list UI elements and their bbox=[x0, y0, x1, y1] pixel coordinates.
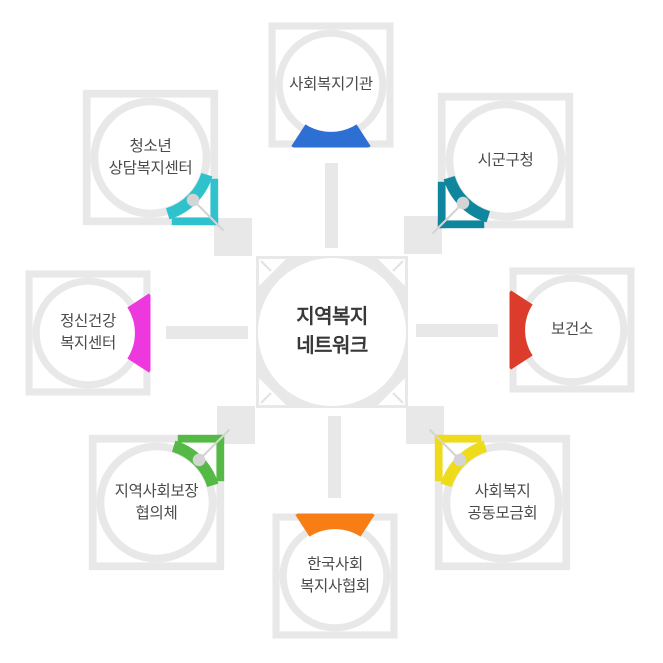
pin-tail-icon bbox=[198, 428, 231, 461]
accent-arc bbox=[291, 124, 371, 148]
node-bottom-label: 한국사회 복지사협회 bbox=[300, 556, 370, 595]
accent-corner bbox=[171, 428, 231, 488]
center-node: 지역복지 네트워크 bbox=[256, 256, 408, 408]
pin-dot-icon bbox=[456, 196, 470, 210]
center-node-label: 지역복지 네트워크 bbox=[296, 306, 368, 357]
node-right: 보건소 bbox=[505, 263, 639, 397]
connector-top-left bbox=[214, 218, 252, 256]
node-top-right: 시군구청 bbox=[431, 88, 578, 235]
node-top-right-label: 시군구청 bbox=[477, 151, 534, 169]
node-bottom-left: 지역사회보장 협의체 bbox=[84, 428, 231, 575]
node-top-left: 청소년 상담복지센터 bbox=[78, 85, 225, 232]
node-top-left-label: 청소년 상담복지센터 bbox=[108, 137, 193, 177]
connector-top bbox=[325, 163, 338, 248]
accent-arc bbox=[127, 293, 151, 373]
node-bottom-right-label: 사회복지 공동모금회 bbox=[467, 482, 538, 522]
center-node-graphic bbox=[256, 256, 408, 408]
node-top: 사회복지기관 bbox=[264, 18, 398, 152]
accent-arc bbox=[295, 513, 375, 537]
node-right-label: 보건소 bbox=[551, 321, 593, 338]
connector-left bbox=[166, 326, 248, 339]
accent-corner bbox=[431, 175, 491, 235]
pin-dot-icon bbox=[453, 453, 467, 467]
pin-tail-icon bbox=[192, 199, 225, 232]
accent-corner bbox=[428, 428, 488, 488]
pin-dot-icon bbox=[192, 453, 206, 467]
node-top-label: 사회복지기관 bbox=[289, 76, 373, 93]
accent-arc bbox=[509, 290, 533, 370]
pin-tail-icon bbox=[428, 428, 461, 461]
node-bottom-right: 사회복지 공동모금회 bbox=[428, 428, 575, 575]
node-bottom: 한국사회 복지사협회 bbox=[268, 509, 402, 643]
node-bottom-left-label: 지역사회보장 협의체 bbox=[114, 482, 199, 522]
pin-dot-icon bbox=[186, 193, 200, 207]
connector-right bbox=[416, 324, 498, 337]
connector-top-right bbox=[404, 216, 442, 254]
pin-tail-icon bbox=[431, 202, 464, 235]
accent-corner bbox=[165, 172, 225, 232]
connector-bottom bbox=[328, 416, 341, 498]
node-left-label: 정신건강 복지센터 bbox=[60, 313, 116, 352]
node-left: 정신건강 복지센터 bbox=[21, 266, 155, 400]
